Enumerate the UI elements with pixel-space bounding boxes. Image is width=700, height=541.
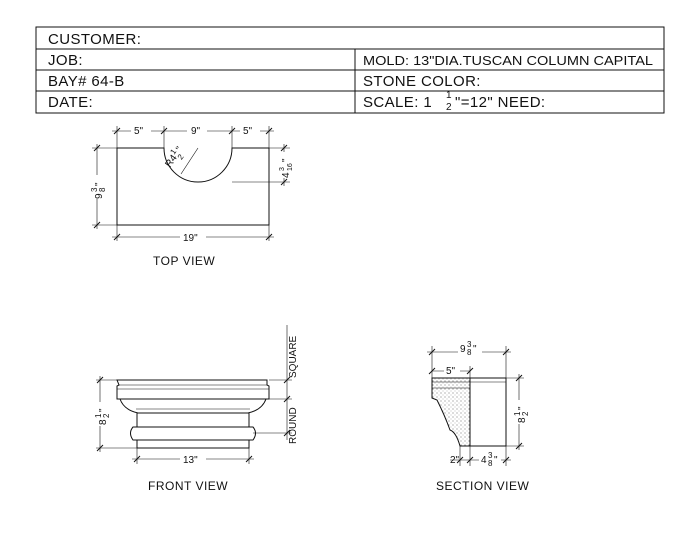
front-view: 8 1 2 " SQUARE ROUND 13" FRONT VIEW [92, 325, 299, 493]
scale-frac-den: 2 [446, 102, 452, 113]
front-dim-height-frac-den: 2 [102, 413, 111, 418]
bay-label: BAY# 64-B [48, 73, 125, 90]
section-dim-top-frac-num: 3 [467, 340, 472, 349]
top-dim-depth-unit: " [281, 158, 292, 162]
top-radius-unit: " [174, 145, 185, 155]
top-radius-frac-num: 1 [168, 147, 178, 156]
front-dim-height: 8 1 2 " [94, 408, 111, 425]
section-dim-inner: 5" [446, 366, 456, 377]
front-dim-height-frac-num: 1 [94, 413, 103, 418]
top-dim-height-value: 9 [94, 193, 105, 199]
top-radius-frac-den: 2 [176, 152, 186, 161]
front-label-square: SQUARE [288, 335, 299, 378]
front-view-caption: FRONT VIEW [148, 479, 228, 493]
section-dim-top: 9 3 8 " [460, 340, 477, 357]
scale-prefix: SCALE: 1 [363, 94, 432, 111]
front-astragal [130, 426, 256, 441]
top-view: 5" 9" 5" R4 1 2 " 9 3 8 " 4 [89, 125, 294, 268]
section-view-caption: SECTION VIEW [436, 479, 530, 493]
front-label-round: ROUND [288, 407, 299, 444]
top-dim-height-unit: " [94, 182, 105, 186]
section-view: 9 3 8 " 5" 8 1 2 " 2" [427, 340, 530, 493]
top-dim-right: 5" [243, 126, 253, 137]
top-dim-depth: 4 3 16 " [279, 158, 294, 178]
section-dim-bottom-right-unit: " [494, 455, 498, 466]
top-dim-mid: 9" [191, 126, 201, 137]
job-label: JOB: [48, 52, 83, 69]
front-abacus [116, 379, 270, 400]
front-dim-height-unit: " [98, 408, 109, 412]
scale-suffix: "=12" NEED: [455, 94, 546, 111]
top-dim-depth-frac-den: 16 [287, 163, 294, 171]
customer-label: CUSTOMER: [48, 31, 141, 48]
section-dim-top-frac-den: 8 [467, 348, 472, 357]
front-neck [136, 412, 250, 428]
top-view-outline [116, 147, 270, 226]
top-view-caption: TOP VIEW [153, 254, 215, 268]
top-dim-left: 5" [134, 126, 144, 137]
top-dim-height-frac-num: 3 [90, 187, 99, 192]
section-dim-bottom-right-frac-num: 3 [488, 451, 493, 460]
section-dim-height-value: 8 [517, 417, 528, 423]
top-dim-width: 19" [183, 233, 198, 244]
scale-frac-num: 1 [446, 90, 452, 101]
scale-label: SCALE: 1 1 2 "=12" NEED: [363, 90, 546, 113]
top-dim-height-frac-den: 8 [98, 187, 107, 192]
section-dim-bottom-left: 2" [450, 455, 460, 466]
section-dim-height-unit: " [517, 406, 528, 410]
date-label: DATE: [48, 94, 93, 111]
section-profile-hatch [431, 377, 471, 447]
section-dim-top-unit: " [473, 344, 477, 355]
section-back-block [469, 377, 507, 447]
section-dim-height: 8 1 2 " [513, 406, 530, 423]
front-base [136, 439, 250, 449]
stone-color-label: STONE COLOR: [363, 73, 481, 90]
front-dim-height-value: 8 [98, 419, 109, 425]
section-dim-bottom-right-value: 4 [481, 455, 487, 466]
section-dim-bottom-right-frac-den: 8 [488, 459, 493, 468]
title-block: CUSTOMER: JOB: BAY# 64-B DATE: MOLD: 13"… [35, 26, 665, 114]
section-dim-height-frac-num: 1 [513, 411, 522, 416]
top-dim-height: 9 3 8 " [90, 182, 107, 199]
top-dim-depth-value: 4 [281, 172, 292, 178]
mold-label: MOLD: 13"DIA.TUSCAN COLUMN CAPITAL [363, 53, 653, 68]
front-dim-base: 13" [183, 455, 198, 466]
top-dim-depth-frac-num: 3 [279, 167, 286, 171]
section-dim-bottom-right: 4 3 8 " [481, 451, 498, 468]
section-dim-height-frac-den: 2 [521, 411, 530, 416]
section-dim-top-value: 9 [460, 344, 466, 355]
front-echinus [119, 398, 267, 414]
